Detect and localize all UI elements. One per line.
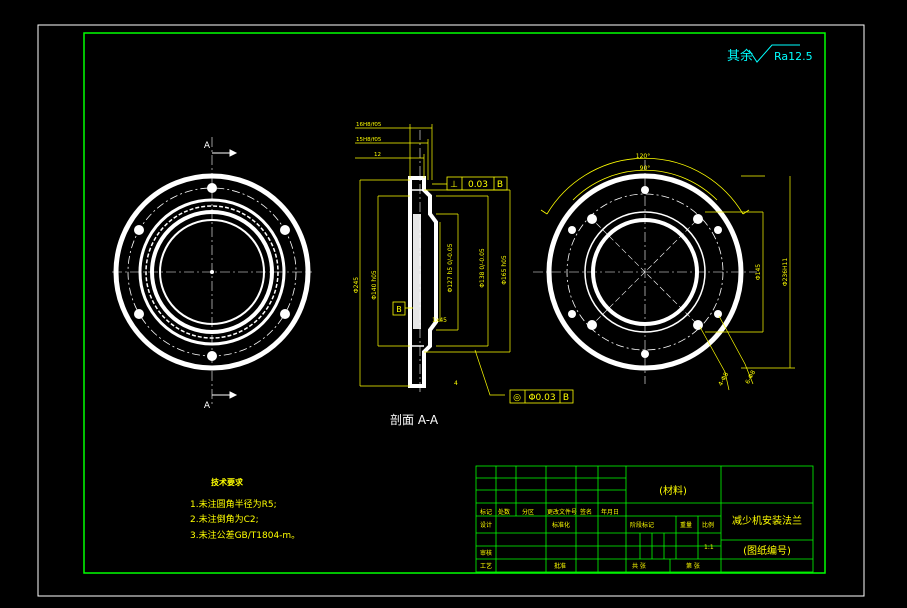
gdt-top-symbol: ⊥ (450, 180, 458, 190)
tb-date: 年月日 (601, 508, 619, 516)
angle-outer-label: 120° (636, 153, 650, 160)
bolt-hole (587, 214, 597, 224)
bolt-holes (134, 183, 290, 361)
right-inner-ring (584, 211, 706, 333)
bolt-hole (207, 183, 217, 193)
section-vertical-dims (359, 179, 511, 396)
section-hatch-area (413, 214, 421, 329)
tech-notes-title: 技术要求 (211, 477, 244, 487)
tech-note-3: 3.未注公差GB/T1804-m。 (190, 529, 300, 541)
bolt-hole (587, 320, 597, 330)
bolt-hole (714, 310, 722, 318)
gdt-top-datum: B (497, 180, 503, 190)
chamfer-label: 1x45 (432, 317, 447, 324)
tech-note-1: 1.未注圆角半径为R5; (190, 498, 277, 510)
tb-sheet-total: 共 张 (632, 562, 646, 570)
bolt-hole (641, 186, 649, 194)
gdt-bottom-value: Φ0.03 (528, 393, 555, 403)
right-bolt-holes (568, 186, 722, 358)
bolt-hole (134, 309, 144, 319)
tb-mark: 标记 (480, 508, 492, 516)
datum-label: B (396, 305, 402, 314)
bolt-hole (568, 226, 576, 234)
dim-vert-3: Φ127 h5 0/-0.05 (447, 243, 454, 292)
tb-count: 处数 (498, 508, 510, 516)
tb-scale: 比例 (702, 521, 714, 529)
section-title: 剖面 A-A (390, 413, 439, 427)
bolt-hole (714, 226, 722, 234)
title-block (475, 465, 814, 573)
dim-vert-2: Φ140 h05 (371, 270, 378, 300)
tb-part-name: 减少机安装法兰 (732, 514, 802, 527)
dim-top-2: 15H8/f05 (356, 137, 382, 143)
tb-sheet-no: 第 张 (686, 562, 700, 570)
bolt-hole (693, 214, 703, 224)
tb-standard: 标准化 (552, 521, 570, 529)
angle-arc-inner (572, 169, 718, 201)
dim-vert-1: Φ245 (353, 277, 360, 293)
diameter-small-label: Φ145 (755, 264, 762, 280)
angle-inner-label: 90° (640, 165, 651, 172)
bolt-hole (641, 350, 649, 358)
raised-face-outer (138, 198, 286, 346)
bolt-hole (568, 310, 576, 318)
gdt-top-value: 0.03 (468, 180, 488, 190)
inner-frame (83, 32, 826, 574)
bolt-hole (280, 225, 290, 235)
tb-stage: 阶段标记 (630, 521, 654, 529)
roughness-prefix: 其余 (727, 48, 753, 64)
tb-change-doc: 更改文件号 (547, 508, 577, 516)
right-bolt-circle (566, 193, 724, 351)
roughness-check-icon (748, 44, 800, 63)
center-mark (210, 270, 214, 274)
bore-inner (159, 219, 265, 325)
dim-top-3: 12 (374, 152, 381, 158)
raised-face-inner (145, 205, 279, 339)
tb-material: (材料) (659, 484, 687, 497)
datum-box (392, 301, 406, 316)
right-bore (591, 218, 699, 326)
outer-border (37, 24, 865, 597)
diameter-large-label: Φ236H11 (782, 258, 789, 287)
bolt-hole (134, 225, 144, 235)
roughness-value: Ra12.5 (774, 50, 813, 63)
title-block-labels: 标记 处数 分区 更改文件号 签名 年月日 设计 标准化 审核 工艺 批准 阶段… (480, 508, 714, 570)
tb-approve: 批准 (554, 562, 566, 570)
right-outer-rim (546, 173, 744, 371)
gdt-frame-bottom: ◎ Φ0.03 B (509, 389, 574, 404)
hole-a-label: 4-Φ8 (717, 371, 730, 387)
hole-b-label: 6-Φ8 (744, 369, 757, 385)
gdt-bottom-symbol: ◎ (513, 393, 521, 403)
right-view (533, 157, 795, 391)
tb-process: 工艺 (480, 562, 492, 570)
bolt-hole (280, 309, 290, 319)
gdt-bottom-datum: B (563, 393, 569, 403)
tb-review: 审核 (480, 549, 492, 557)
section-cut-markers (212, 149, 238, 399)
angle-arc-outer (546, 157, 744, 215)
tb-scale-value: 1:1 (704, 544, 714, 551)
tb-drawing-no: (图纸编号) (743, 544, 791, 557)
roughness-note: 其余 Ra12.5 (727, 44, 813, 64)
dim-vert-5: Φ165 h05 (501, 255, 508, 285)
bolt-hole (207, 351, 217, 361)
tb-weight: 重量 (680, 521, 692, 529)
dim-top-1: 16H8/f05 (356, 122, 382, 128)
bore-outer (150, 210, 274, 334)
section-marker-top: A (204, 141, 211, 151)
bolt-hole (693, 320, 703, 330)
gdt-frame-top: ⊥ 0.03 B (446, 176, 508, 191)
left-view (112, 137, 312, 407)
dim-vert-4: Φ138 0/-0.05 (479, 248, 486, 288)
section-marker-bottom: A (204, 401, 211, 411)
tb-zone: 分区 (522, 508, 534, 516)
tech-note-2: 2.未注倒角为C2; (190, 513, 259, 525)
section-top-dims (355, 124, 433, 180)
dim-small-bottom: 4 (454, 380, 458, 387)
tb-sign: 签名 (580, 508, 592, 516)
tb-design: 设计 (480, 521, 492, 529)
flange-outer-rim (113, 173, 311, 371)
